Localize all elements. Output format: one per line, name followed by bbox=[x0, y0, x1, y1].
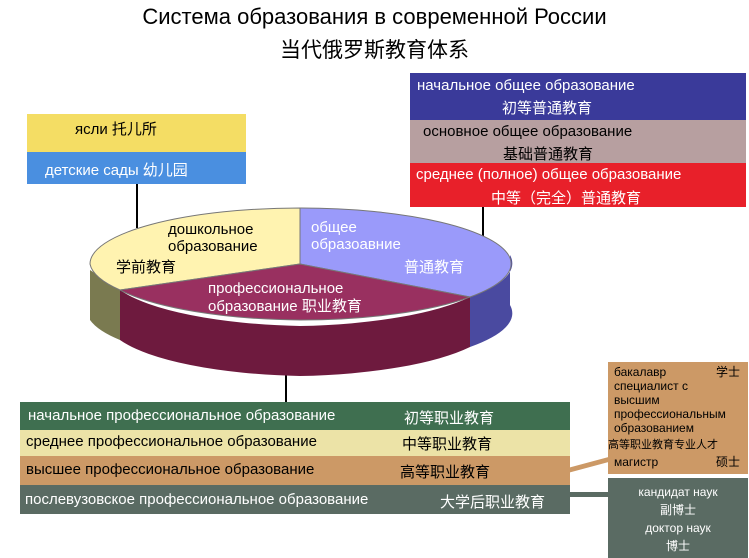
connector-general bbox=[482, 205, 484, 237]
specialist-line2: высшим bbox=[614, 393, 660, 407]
yasli-label: ясли 托儿所 bbox=[75, 121, 157, 138]
connector-postgrad-degrees bbox=[570, 492, 610, 497]
middle-prof-cn: 中等职业教育 bbox=[402, 435, 493, 453]
initial-prof-ru: начальное профессиональное образование bbox=[28, 407, 336, 424]
pie-label-general-2: образоавние bbox=[311, 236, 401, 253]
master-ru: магистр bbox=[614, 455, 659, 469]
pie-label-preschool-cn: 学前教育 bbox=[116, 258, 176, 276]
postgrad-degrees-box: кандидат наук 副博士 доктор наук 博士 bbox=[608, 478, 748, 558]
higher-degrees-box: бакалавр 学士 специалист с высшим професси… bbox=[608, 362, 748, 474]
connector-preschool bbox=[136, 184, 138, 228]
pie-label-professional-2: образование 职业教育 bbox=[208, 298, 362, 315]
candidate-ru: кандидат наук bbox=[638, 485, 718, 499]
pie-label-preschool-1: дошкольное bbox=[168, 221, 253, 238]
pie-label-professional-1: профессиональное bbox=[208, 280, 343, 297]
pie-label-general-cn: 普通教育 bbox=[404, 258, 464, 276]
connector-professional bbox=[285, 374, 287, 402]
specialist-line4: образованием bbox=[614, 421, 694, 435]
postgrad-prof-cn: 大学后职业教育 bbox=[440, 493, 546, 511]
primary-general-ru: начальное общее образование bbox=[417, 77, 635, 94]
pie-label-preschool-2: образование bbox=[168, 238, 258, 255]
pie-slice-general bbox=[299, 207, 512, 298]
higher-prof-cn: 高等职业教育 bbox=[400, 463, 491, 481]
bachelor-cn: 学士 bbox=[716, 365, 741, 379]
pie-slice-preschool bbox=[89, 207, 301, 291]
specialist-cn: 高等职业教育专业人才 bbox=[608, 438, 718, 451]
secondary-general-cn: 中等（完全）普通教育 bbox=[491, 189, 642, 207]
pie-label-general-1: общее bbox=[311, 219, 357, 236]
master-cn: 硕士 bbox=[716, 455, 741, 469]
middle-prof-ru: среднее профессиональное образование bbox=[26, 433, 317, 450]
doctor-ru: доктор наук bbox=[645, 521, 711, 535]
pie-side-general bbox=[470, 255, 513, 347]
candidate-cn: 副博士 bbox=[659, 503, 696, 517]
basic-general-box: основное общее образование 基础普通教育 bbox=[410, 120, 746, 163]
title-ru: Система образования в современной России bbox=[142, 4, 607, 29]
pie-slice-professional bbox=[118, 263, 472, 321]
detskie-sady-box: детские сады 幼儿园 bbox=[27, 152, 246, 184]
specialist-line3: профессиональным bbox=[614, 407, 726, 421]
secondary-general-box: среднее (полное) общее образование 中等（完全… bbox=[410, 163, 746, 207]
basic-general-ru: основное общее образование bbox=[423, 123, 633, 140]
specialist-line1: специалист с bbox=[614, 379, 688, 393]
yasli-box: ясли 托儿所 bbox=[27, 114, 246, 152]
doctor-cn: 博士 bbox=[665, 539, 690, 553]
primary-general-box: начальное общее образование 初等普通教育 bbox=[410, 73, 746, 120]
detskie-sady-label: детские сады 幼儿园 bbox=[45, 162, 188, 179]
higher-prof-box: высшее профессиональное образование 高等职业… bbox=[20, 456, 570, 485]
primary-general-cn: 初等普通教育 bbox=[502, 99, 593, 117]
postgrad-prof-ru: послевузовское профессиональное образова… bbox=[25, 491, 369, 508]
initial-prof-box: начальное профессиональное образование 初… bbox=[20, 402, 570, 430]
middle-prof-box: среднее профессиональное образование 中等职… bbox=[20, 430, 570, 456]
secondary-general-ru: среднее (полное) общее образование bbox=[416, 166, 682, 183]
higher-prof-ru: высшее профессиональное образование bbox=[26, 461, 315, 478]
pie-side-preschool bbox=[90, 270, 120, 340]
initial-prof-cn: 初等职业教育 bbox=[404, 409, 495, 427]
pie-side-professional bbox=[120, 290, 470, 376]
basic-general-cn: 基础普通教育 bbox=[503, 145, 594, 163]
bachelor-ru: бакалавр bbox=[614, 365, 667, 379]
title-cn: 当代俄罗斯教育体系 bbox=[280, 38, 469, 62]
postgrad-prof-box: послевузовское профессиональное образова… bbox=[20, 485, 570, 514]
